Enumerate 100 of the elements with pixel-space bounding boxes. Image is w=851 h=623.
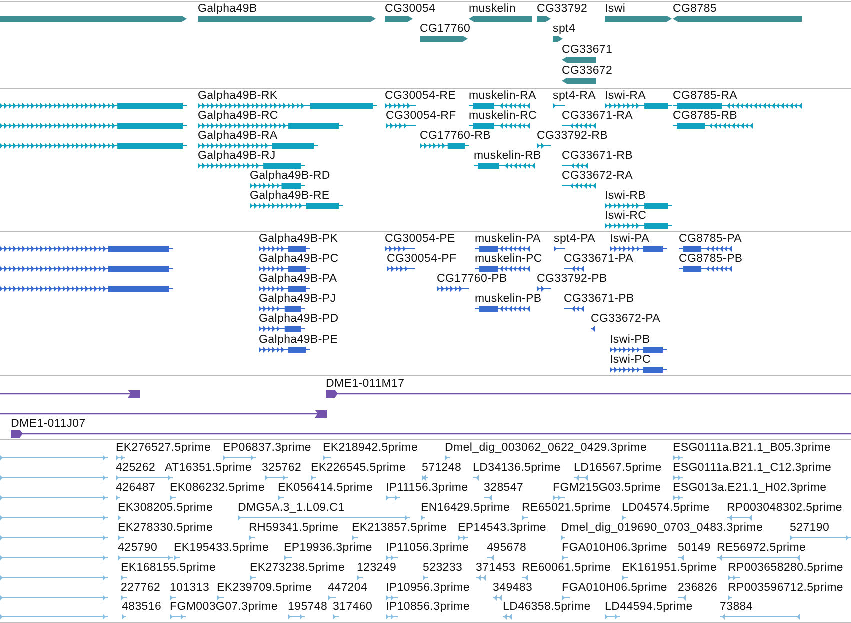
protein-label: CG30054-PE <box>385 233 456 245</box>
gene-label: muskelin <box>469 3 516 15</box>
transcript-label: Galpha49B-RK <box>198 90 278 102</box>
transcript-label: muskelin-RC <box>469 110 538 122</box>
transcript-label: Galpha49B-RJ <box>198 150 276 162</box>
est-label: 349483 <box>493 582 533 594</box>
est-label: FGA010H06.3prime <box>562 542 668 554</box>
protein-label: CG33792-PB <box>537 273 608 285</box>
transcript-label: Galpha49B-RC <box>198 110 278 122</box>
transcript-label: Galpha49B-RD <box>250 170 330 182</box>
est-label: 73884 <box>720 601 753 613</box>
gene-label: CG8785 <box>673 3 718 15</box>
transcript-label: CG8785-RB <box>673 110 738 122</box>
transcript-label: CG33672-RA <box>562 170 634 182</box>
protein-label: Galpha49B-PA <box>259 273 338 285</box>
protein-label: muskelin-PB <box>475 293 542 305</box>
est-label: RP003658280.5prime <box>728 562 844 574</box>
transcript-label: CG30054-RE <box>385 90 456 102</box>
protein-label: Galpha49B-PE <box>259 334 338 346</box>
est-label: FGM215G03.5prime <box>553 482 662 494</box>
protein-label: Iswi-PA <box>610 233 650 245</box>
est-label: EK195433.5prime <box>174 542 270 554</box>
clone-label: DME1-011J07 <box>11 418 86 430</box>
est-label: 425262 <box>116 462 156 474</box>
est-label: 495678 <box>487 542 527 554</box>
protein-label: CG8785-PB <box>679 253 743 265</box>
est-label: EN16429.5prime <box>421 502 510 514</box>
est-label: EK308205.5prime <box>118 502 214 514</box>
gene-label: CG33671 <box>562 44 613 56</box>
est-label: EK273238.5prime <box>250 562 346 574</box>
transcript-label: CG33792-RB <box>537 130 608 142</box>
est-label: 328547 <box>484 482 524 494</box>
est-label: EK239709.5prime <box>217 582 312 594</box>
transcript-label: CG30054-RF <box>386 110 456 122</box>
transcript-label: muskelin-RB <box>474 150 542 162</box>
transcript-label: CG17760-RB <box>420 130 492 142</box>
est-label: 236826 <box>678 582 718 594</box>
transcript-label: Galpha49B-RA <box>198 130 278 142</box>
transcript-label: Galpha49B-RE <box>250 190 330 202</box>
est-label: 50149 <box>678 542 711 554</box>
protein-label: Iswi-PC <box>610 354 652 366</box>
protein-label: muskelin-PC <box>475 253 542 265</box>
protein-label: spt4-PA <box>554 233 596 245</box>
est-label: EK056414.5prime <box>278 482 374 494</box>
protein-label: CG33671-PA <box>564 253 634 265</box>
gene-label: spt4 <box>553 23 576 35</box>
est-label: 227762 <box>121 582 161 594</box>
est-label: 123249 <box>357 562 397 574</box>
protein-label: CG17760-PB <box>437 273 508 285</box>
est-label: LD44594.5prime <box>605 601 693 613</box>
est-label: EP19936.3prime <box>284 542 372 554</box>
protein-label: CG33672-PA <box>591 313 661 325</box>
protein-label: Iswi-PB <box>610 334 650 346</box>
protein-label: CG8785-PA <box>679 233 742 245</box>
est-label: EK086232.5prime <box>170 482 266 494</box>
est-label: RH59341.5prime <box>249 522 339 534</box>
transcript-label: CG33671-RA <box>562 110 634 122</box>
est-label: DMG5A.3_1.L09.C1 <box>238 502 345 514</box>
est-label: IP10856.3prime <box>386 601 470 613</box>
est-label: 523233 <box>423 562 463 574</box>
gene-label: CG33672 <box>562 65 613 77</box>
gene-label: Iswi <box>605 3 626 15</box>
est-label: 325762 <box>262 462 302 474</box>
est-label: 101313 <box>170 582 210 594</box>
transcript-label: Iswi-RB <box>605 190 646 202</box>
est-label: ESG013a.E21.1_H02.3prime <box>673 482 827 494</box>
est-label: LD46358.5prime <box>503 601 591 613</box>
est-label: RP003048302.5prime <box>727 502 842 514</box>
protein-label: CG33671-PB <box>564 293 634 305</box>
clone-label: DME1-011M17 <box>326 378 405 390</box>
est-label: EK161951.5prime <box>622 562 718 574</box>
protein-label: CG30054-PF <box>387 253 457 265</box>
est-label: AT16351.5prime <box>165 462 252 474</box>
gene-label: CG30054 <box>385 3 436 15</box>
est-label: EK226545.5prime <box>311 462 406 474</box>
est-label: EK168155.5prime <box>121 562 216 574</box>
est-label: 527190 <box>790 522 830 534</box>
est-label: RE65021.5prime <box>522 502 612 514</box>
est-label: IP11056.3prime <box>386 542 470 554</box>
est-label: Dmel_dig_003062_0622_0429.3prime <box>445 442 648 454</box>
gene-label: CG33792 <box>537 3 588 15</box>
est-label: EP14543.3prime <box>458 522 546 534</box>
est-label: 426487 <box>116 482 156 494</box>
est-label: RP003596712.5prime <box>728 582 844 594</box>
est-label: 483516 <box>122 601 162 613</box>
protein-label: Galpha49B-PC <box>259 253 339 265</box>
est-label: ESG0111a.B21.1_B05.3prime <box>673 442 832 454</box>
protein-label: Galpha49B-PD <box>259 313 339 325</box>
est-label: EK278330.5prime <box>118 522 214 534</box>
est-label: ESG0111a.B21.1_C12.3prime <box>673 462 832 474</box>
est-label: Dmel_dig_019690_0703_0483.3prime <box>561 522 764 534</box>
est-label: EK213857.5prime <box>352 522 448 534</box>
gene-label: Galpha49B <box>198 3 258 15</box>
est-label: EK276527.5prime <box>116 442 212 454</box>
transcript-label: Iswi-RC <box>605 210 647 222</box>
est-label: IP10956.3prime <box>386 582 470 594</box>
est-label: 447204 <box>328 582 368 594</box>
est-label: 371453 <box>476 562 516 574</box>
est-label: FGA010H06.5prime <box>562 582 668 594</box>
est-label: 571248 <box>422 462 462 474</box>
